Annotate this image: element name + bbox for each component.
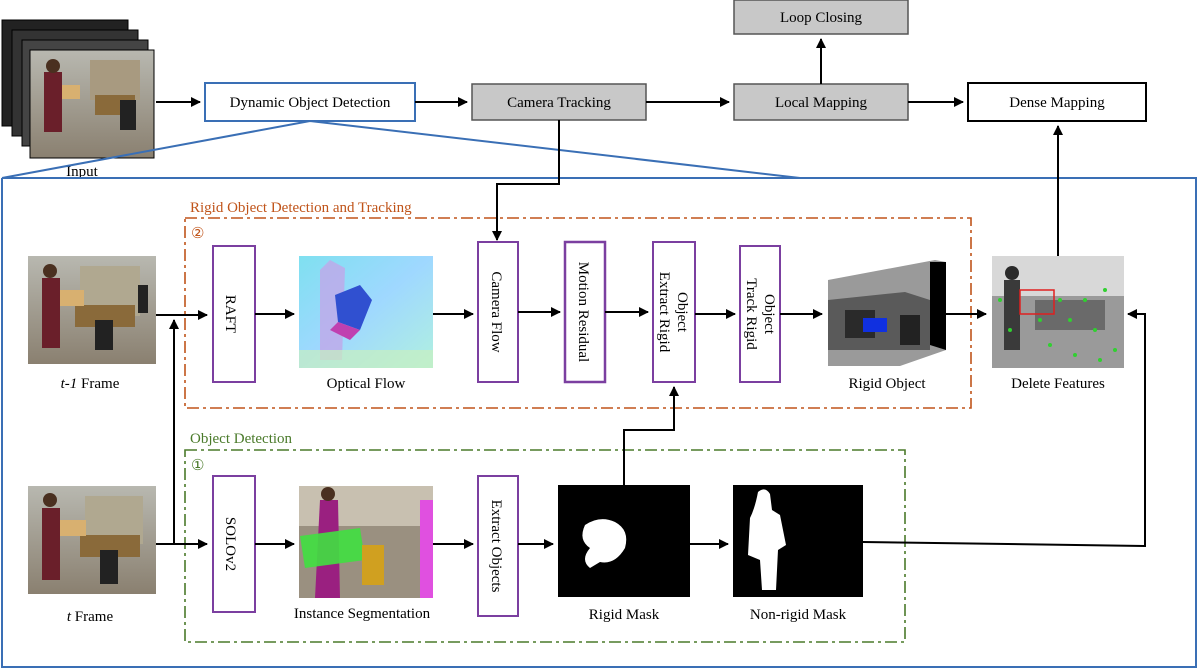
raft-label: RAFT <box>222 295 238 333</box>
loop-closing-label: Loop Closing <box>780 10 863 26</box>
extract-rigid-object-box <box>652 241 696 383</box>
camera-flow-box <box>477 241 519 383</box>
optical-flow-image <box>299 256 433 368</box>
delete-features-image <box>992 256 1124 368</box>
solov2-label: SOLOv2 <box>222 517 238 571</box>
prev-frame-image <box>28 256 156 364</box>
optical-flow-label: Optical Flow <box>327 376 406 392</box>
motion-residual-label: Motion Residual <box>575 262 591 362</box>
track-rigid-object-box <box>739 245 781 383</box>
camera-flow-label: Camera Flow <box>488 271 504 352</box>
arrow-tracking-to-camera-flow <box>492 120 560 241</box>
dense-mapping-label: Dense Mapping <box>1009 95 1105 111</box>
extract-rigid-object-label-1: Extract Rigid <box>656 272 672 353</box>
object-section-frame <box>184 449 906 643</box>
object-section-marker: ① <box>191 458 204 474</box>
rigid-object-label: Rigid Object <box>848 376 926 392</box>
expansion-connector-lines <box>1 119 801 179</box>
object-section-title: Object Detection <box>190 431 293 447</box>
non-rigid-mask-image <box>733 485 863 597</box>
curr-frame-rest: Frame <box>71 609 113 625</box>
prev-frame-italic: t-1 <box>61 376 78 392</box>
rigid-mask-image <box>558 485 690 597</box>
extract-objects-box <box>477 475 519 617</box>
dense-mapping-box <box>967 82 1147 122</box>
dynamic-detection-detail-frame <box>1 177 1197 668</box>
raft-box <box>212 245 256 383</box>
rigid-mask-label: Rigid Mask <box>589 607 660 623</box>
rigid-section-marker: ② <box>191 226 204 242</box>
delete-features-label: Delete Features <box>1011 376 1105 392</box>
input-label: Input <box>66 164 98 180</box>
arrow-nonrigid-to-delete <box>862 309 1146 548</box>
rigid-section-title: Rigid Object Detection and Tracking <box>190 200 412 216</box>
dynamic-object-detection-box <box>204 82 416 122</box>
local-mapping-box <box>733 83 909 121</box>
non-rigid-mask-label: Non-rigid Mask <box>750 607 847 623</box>
curr-frame-italic: t <box>67 609 72 625</box>
curr-frame-image <box>28 486 156 594</box>
track-rigid-object-label-2: Object <box>761 294 777 335</box>
instance-segmentation-image <box>299 486 433 598</box>
extract-rigid-object-label-2: Object <box>674 292 690 333</box>
camera-tracking-label: Camera Tracking <box>507 95 611 111</box>
prev-frame-label: t-1 Frame <box>61 376 120 392</box>
dynamic-object-detection-label: Dynamic Object Detection <box>230 95 391 111</box>
loop-closing-box <box>733 0 909 35</box>
track-rigid-object-label-1: Track Rigid <box>743 278 759 350</box>
local-mapping-label: Local Mapping <box>775 95 868 111</box>
prev-frame-rest: Frame <box>77 376 119 392</box>
arrow-rigid-mask-to-extract-rigid <box>623 386 679 485</box>
curr-frame-label: t Frame <box>67 609 114 625</box>
extract-objects-label: Extract Objects <box>488 500 504 593</box>
instance-segmentation-label: Instance Segmentation <box>294 606 431 622</box>
rigid-object-image <box>828 258 946 366</box>
input-frames-stack <box>1 19 155 159</box>
